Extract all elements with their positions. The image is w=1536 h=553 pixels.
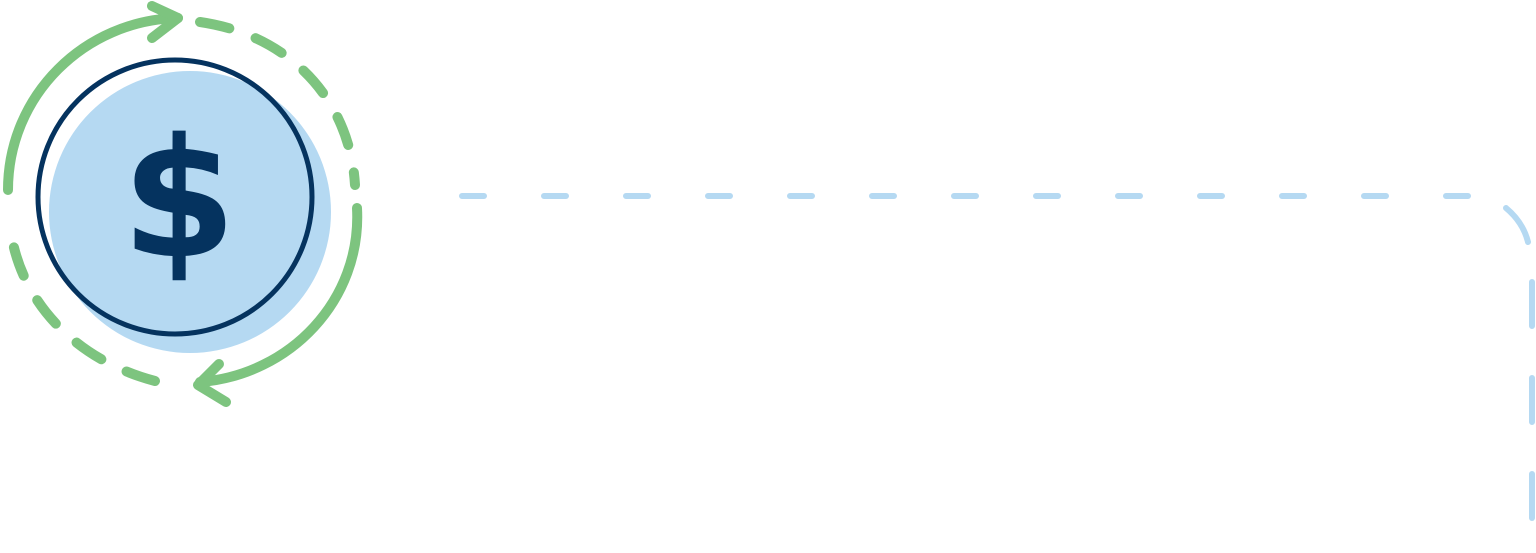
cycle-arrow-upper-dashed [195,17,360,190]
cycle-arrows-icon [3,1,363,407]
connector-corner [1503,205,1531,245]
cycle-arrow-lower-solid [195,203,363,387]
dashed-connector [459,193,1535,553]
cycle-arrowhead-bottom [193,359,231,407]
coin-outline [35,57,315,337]
cycle-arrow-upper-solid [3,13,183,195]
cycle-arrow-lower-dashed [5,220,160,386]
coin-fill [49,71,331,353]
cycle-arrowhead-top [147,1,183,43]
coin-icon: $ [35,57,331,353]
dollar-sign-icon: $ [122,103,237,295]
